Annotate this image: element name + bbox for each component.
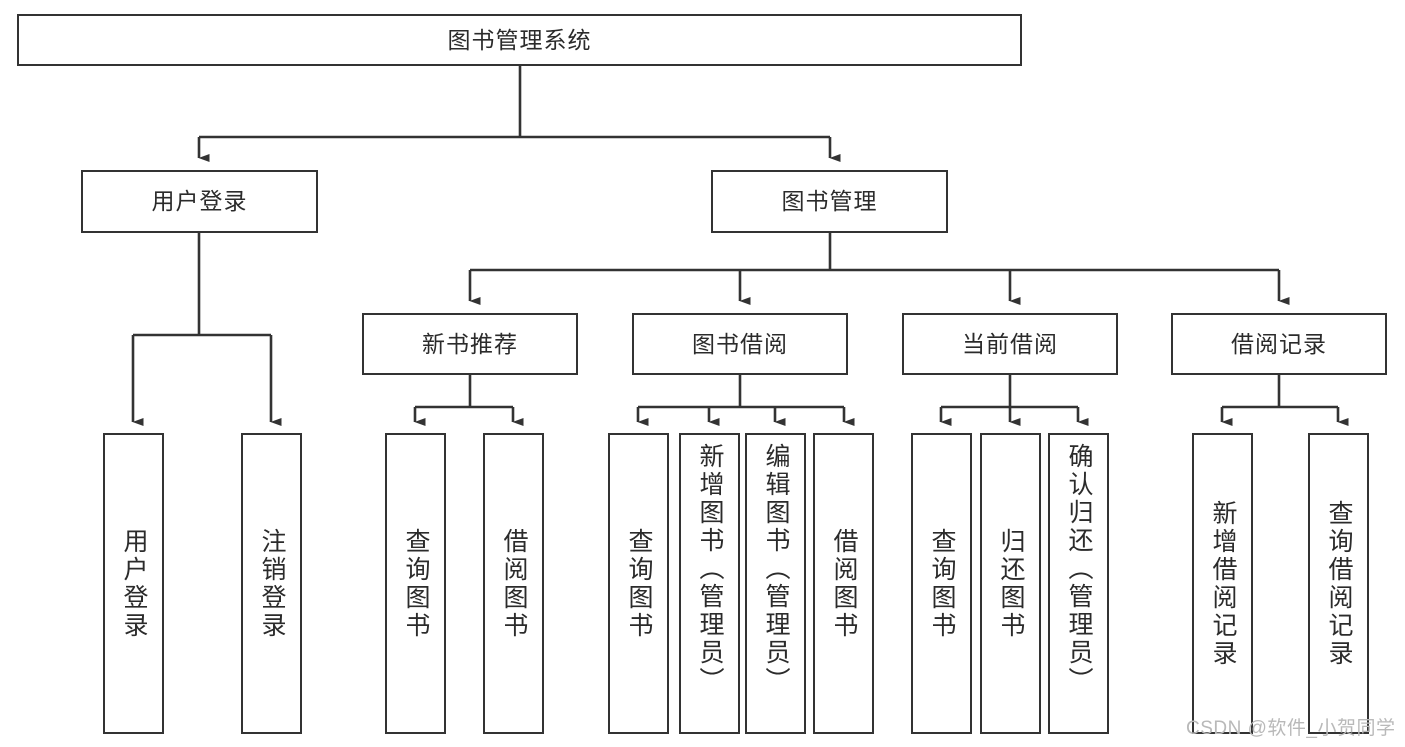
node-current-borrowing[interactable]: 当前借阅 [902,313,1118,375]
node-leaf-add-book-admin[interactable]: 新增图书（管理员） [679,433,740,734]
node-label: 确认归还（管理员） [1065,443,1093,695]
node-leaf-return-book[interactable]: 归还图书 [980,433,1041,734]
node-book-borrowing[interactable]: 图书借阅 [632,313,848,375]
node-leaf-borrow-book[interactable]: 借阅图书 [813,433,874,734]
node-label: 新增借阅记录 [1209,499,1237,668]
node-leaf-query-borrow-record[interactable]: 查询借阅记录 [1308,433,1369,734]
node-root-book-management-system[interactable]: 图书管理系统 [17,14,1022,66]
node-label: 用户登录 [151,188,248,215]
node-leaf-user-login[interactable]: 用户登录 [103,433,164,734]
node-label: 查询图书 [402,527,430,640]
node-label: 当前借阅 [962,330,1058,357]
node-leaf-query-book-borrow[interactable]: 查询图书 [608,433,669,734]
node-book-management[interactable]: 图书管理 [711,170,948,233]
node-label: 查询图书 [928,527,956,640]
node-user-login[interactable]: 用户登录 [81,170,318,233]
node-label: 用户登录 [120,527,148,640]
node-label: 图书管理系统 [447,26,592,53]
node-label: 借阅记录 [1231,330,1327,357]
node-label: 新书推荐 [422,330,518,357]
node-leaf-query-book-recommend[interactable]: 查询图书 [385,433,446,734]
node-label: 注销登录 [258,527,286,640]
node-label: 借阅图书 [500,527,528,640]
node-label: 查询图书 [625,527,653,640]
node-new-book-recommendation[interactable]: 新书推荐 [362,313,578,375]
node-leaf-borrow-book-recommend[interactable]: 借阅图书 [483,433,544,734]
node-leaf-edit-book-admin[interactable]: 编辑图书（管理员） [745,433,806,734]
node-leaf-add-borrow-record[interactable]: 新增借阅记录 [1192,433,1253,734]
node-label: 图书借阅 [692,330,788,357]
node-label: 新增图书（管理员） [696,443,724,695]
node-leaf-logout[interactable]: 注销登录 [241,433,302,734]
node-leaf-query-book-current[interactable]: 查询图书 [911,433,972,734]
node-leaf-confirm-return-admin[interactable]: 确认归还（管理员） [1048,433,1109,734]
node-borrowing-record[interactable]: 借阅记录 [1171,313,1387,375]
node-label: 编辑图书（管理员） [762,443,790,695]
node-label: 归还图书 [997,527,1025,640]
node-label: 查询借阅记录 [1325,499,1353,668]
node-label: 借阅图书 [830,527,858,640]
csdn-watermark: CSDN @软件_小贺同学 [1186,718,1396,739]
node-label: 图书管理 [781,188,878,215]
